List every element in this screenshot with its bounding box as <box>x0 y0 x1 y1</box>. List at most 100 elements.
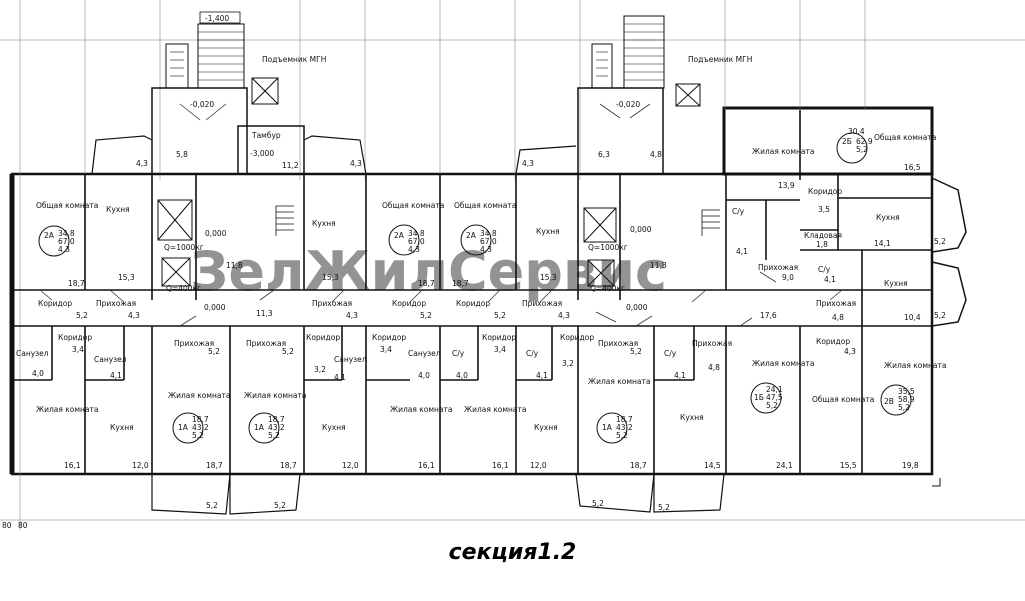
watermark: ЗелЖилСервис <box>190 240 667 303</box>
area-value: 9,0 <box>782 273 794 282</box>
area-value: 5,8 <box>176 150 188 159</box>
area-value: 18,7 <box>630 461 647 470</box>
room-label: Коридор <box>392 299 426 308</box>
area-value: 16,5 <box>904 163 921 172</box>
area-value: 12,0 <box>530 461 547 470</box>
room-label: Кухня <box>534 423 558 432</box>
apt-total: 43,2 <box>192 423 209 432</box>
room-label: Кухня <box>312 219 336 228</box>
area-value: 18,7 <box>452 279 469 288</box>
room-label: С/у <box>526 349 539 358</box>
lift-shafts <box>157 199 617 287</box>
area-value: 4,8 <box>650 150 662 159</box>
area-value: 4,1 <box>110 371 122 380</box>
room-label: Прихожая <box>758 263 798 272</box>
room-label: Прихожая <box>598 339 638 348</box>
door-swings <box>39 103 843 327</box>
room-label: Кухня <box>876 213 900 222</box>
apt-type: 2Б <box>842 137 852 146</box>
room-label: Санузел <box>94 355 127 364</box>
apt-total: 67,0 <box>58 237 75 246</box>
apt-living: 34,8 <box>408 229 425 238</box>
apt-living: 18,7 <box>192 415 209 424</box>
apt-type: 2A <box>44 231 55 240</box>
plan-labels: -1,400 -0,020 -0,020 Подъемник МГН Подъе… <box>2 11 946 530</box>
room-label: Кухня <box>884 279 908 288</box>
tambour-label: Тамбур <box>251 131 281 140</box>
level-mark: 0,000 <box>205 229 227 238</box>
area-value: 4,3 <box>350 159 362 168</box>
room-label: Прихожая <box>522 299 562 308</box>
area-value: 4,1 <box>536 371 548 380</box>
apt-total: 47,5 <box>766 393 783 402</box>
apt-h: 5,2 <box>856 145 868 154</box>
area-value: 16,1 <box>64 461 81 470</box>
room-label: Санузел <box>16 349 49 358</box>
axis-dim: 80 <box>18 521 28 530</box>
entrances <box>151 15 665 175</box>
area-value: 5,2 <box>420 311 432 320</box>
room-label: Коридор <box>808 187 842 196</box>
area-value: 4,3 <box>558 311 570 320</box>
room-label: Прихожая <box>174 339 214 348</box>
room-label: Жилая комната <box>390 405 452 414</box>
apt-type: 1Б <box>754 393 764 402</box>
area-value: 11,8 <box>650 261 667 270</box>
area-value: 4,8 <box>832 313 844 322</box>
level-mark: 0,000 <box>626 303 648 312</box>
room-label: Коридор <box>816 337 850 346</box>
apt-total: 67,0 <box>480 237 497 246</box>
room-label: С/у <box>732 207 745 216</box>
area-value: 4,1 <box>736 247 748 256</box>
area-value: 5,2 <box>282 347 294 356</box>
area-value: 24,1 <box>776 461 793 470</box>
room-label: Жилая комната <box>464 405 526 414</box>
room-label: Жилая комната <box>588 377 650 386</box>
section-caption: секция1.2 <box>448 540 577 565</box>
area-value: 15,3 <box>118 273 135 282</box>
room-label: Прихожая <box>692 339 732 348</box>
area-value: 15,3 <box>322 273 339 282</box>
apt-type: 1A <box>254 423 265 432</box>
apt-h: 5,2 <box>268 431 280 440</box>
area-value: 4,3 <box>522 159 534 168</box>
lift-capacity: Q=400кг <box>166 284 201 293</box>
area-value: 15,5 <box>840 461 857 470</box>
area-value: 5,2 <box>76 311 88 320</box>
area-value: 4,0 <box>418 371 430 380</box>
area-value: 18,7 <box>68 279 85 288</box>
area-value: 3,5 <box>818 205 830 214</box>
room-label: Жилая комната <box>244 391 306 400</box>
area-value: 5,2 <box>630 347 642 356</box>
apt-living: 34,8 <box>480 229 497 238</box>
room-label: Жилая комната <box>884 361 946 370</box>
apt-h: 5,2 <box>766 401 778 410</box>
area-value: 18,7 <box>206 461 223 470</box>
area-value: 5,2 <box>208 347 220 356</box>
room-label: Прихожая <box>816 299 856 308</box>
apt-type: 1A <box>178 423 189 432</box>
room-label: Прихожая <box>96 299 136 308</box>
area-value: 18,7 <box>418 279 435 288</box>
area-value: 12,0 <box>132 461 149 470</box>
stair-treads <box>170 23 664 81</box>
area-value: 15,3 <box>540 273 557 282</box>
apt-living: 24,1 <box>766 385 783 394</box>
apt-type: 2A <box>394 231 405 240</box>
area-value: 11,8 <box>226 261 243 270</box>
area-value: 4,1 <box>334 373 346 382</box>
apt-h: 4,3 <box>58 245 70 254</box>
room-label: Общая комната <box>874 133 936 142</box>
area-value: 6,3 <box>598 150 610 159</box>
room-label: Прихожая <box>312 299 352 308</box>
area-value: 13,9 <box>778 181 795 190</box>
room-label: Кухня <box>536 227 560 236</box>
room-label: Коридор <box>482 333 516 342</box>
room-label: Кухня <box>106 205 130 214</box>
room-label: Общая комната <box>36 201 98 210</box>
room-label: Коридор <box>306 333 340 342</box>
lift-capacity: Q=1000кг <box>588 243 628 252</box>
inner-stairs <box>275 205 720 236</box>
apt-living: 18,7 <box>616 415 633 424</box>
